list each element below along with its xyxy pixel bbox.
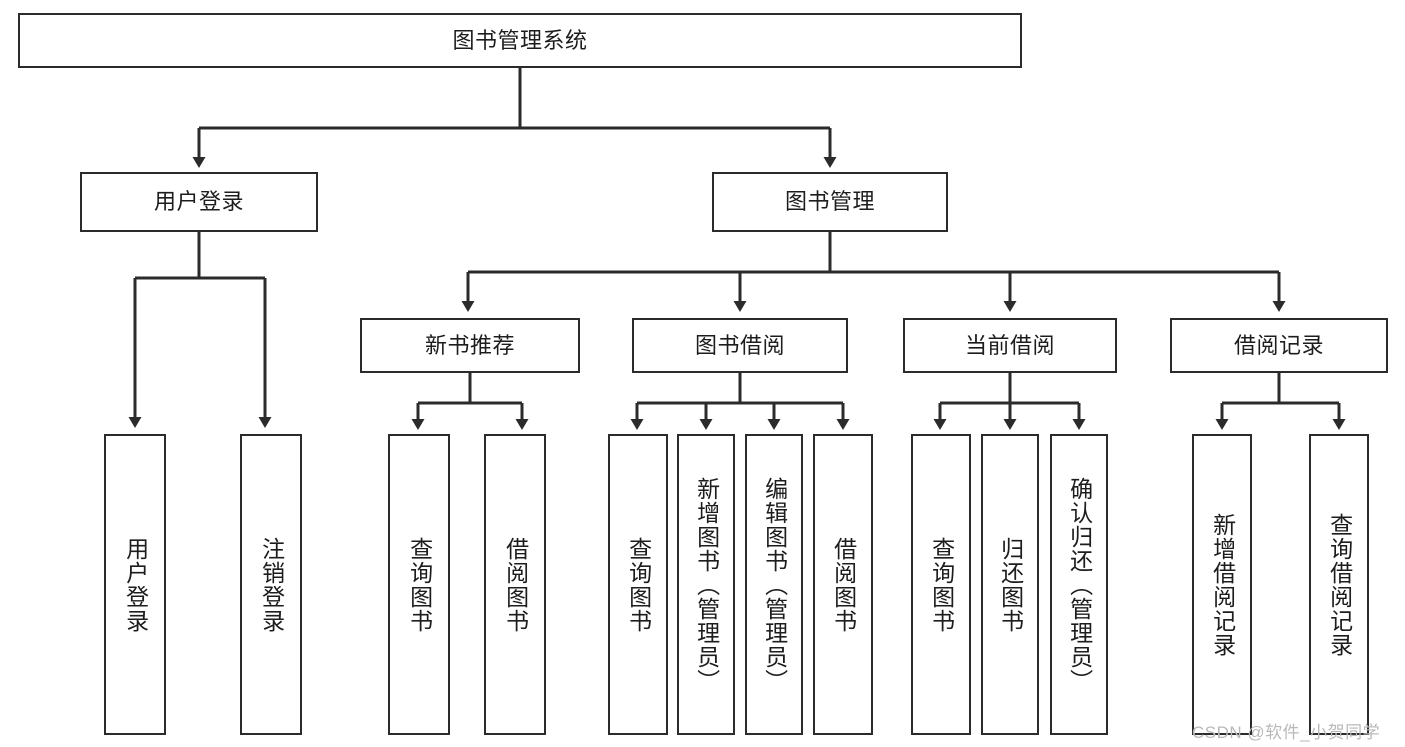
leaf-borrow-query-book[interactable]: 查询图书: [608, 434, 668, 735]
leaf-record-query-borrow-record[interactable]: 查询借阅记录: [1309, 434, 1369, 735]
leaf-borrow-borrow-book[interactable]: 借阅图书: [813, 434, 873, 735]
node-label: 借阅图书: [502, 536, 529, 633]
node-book-borrow[interactable]: 图书借阅: [632, 318, 848, 373]
node-label: 编辑图书（管理员）: [761, 476, 788, 693]
node-label: 当前借阅: [964, 332, 1055, 358]
node-label: 图书管理: [784, 189, 875, 215]
leaf-new-book-borrow[interactable]: 借阅图书: [484, 434, 546, 735]
node-label: 用户登录: [153, 189, 244, 215]
leaf-current-return-book[interactable]: 归还图书: [981, 434, 1039, 735]
node-book-management[interactable]: 图书管理: [712, 172, 948, 232]
node-borrow-record[interactable]: 借阅记录: [1170, 318, 1388, 373]
node-label: 归还图书: [997, 536, 1024, 633]
leaf-borrow-add-book-admin[interactable]: 新增图书（管理员）: [677, 434, 735, 735]
node-new-book-recommend[interactable]: 新书推荐: [360, 318, 580, 373]
node-user-login[interactable]: 用户登录: [80, 172, 318, 232]
leaf-current-query-book[interactable]: 查询图书: [911, 434, 971, 735]
node-label: 新增图书（管理员）: [693, 476, 720, 693]
node-label: 用户登录: [122, 536, 149, 633]
node-label: 图书管理系统: [452, 27, 588, 53]
leaf-current-confirm-return-admin[interactable]: 确认归还（管理员）: [1050, 434, 1108, 735]
leaf-user-login-logout[interactable]: 注销登录: [240, 434, 302, 735]
node-label: 查询借阅记录: [1326, 512, 1353, 657]
node-label: 查询图书: [406, 536, 433, 633]
leaf-user-login-login[interactable]: 用户登录: [104, 434, 166, 735]
node-root-system[interactable]: 图书管理系统: [18, 13, 1022, 68]
node-label: 新书推荐: [424, 332, 515, 358]
node-label: 查询图书: [928, 536, 955, 633]
node-label: 新增借阅记录: [1209, 512, 1236, 657]
node-current-borrow[interactable]: 当前借阅: [903, 318, 1117, 373]
node-label: 借阅记录: [1233, 332, 1324, 358]
node-label: 注销登录: [258, 536, 285, 633]
node-label: 图书借阅: [694, 332, 785, 358]
node-label: 借阅图书: [830, 536, 857, 633]
node-label: 确认归还（管理员）: [1066, 476, 1093, 693]
leaf-borrow-edit-book-admin[interactable]: 编辑图书（管理员）: [745, 434, 803, 735]
node-label: 查询图书: [625, 536, 652, 633]
leaf-new-book-query[interactable]: 查询图书: [388, 434, 450, 735]
leaf-record-add-borrow-record[interactable]: 新增借阅记录: [1192, 434, 1252, 735]
